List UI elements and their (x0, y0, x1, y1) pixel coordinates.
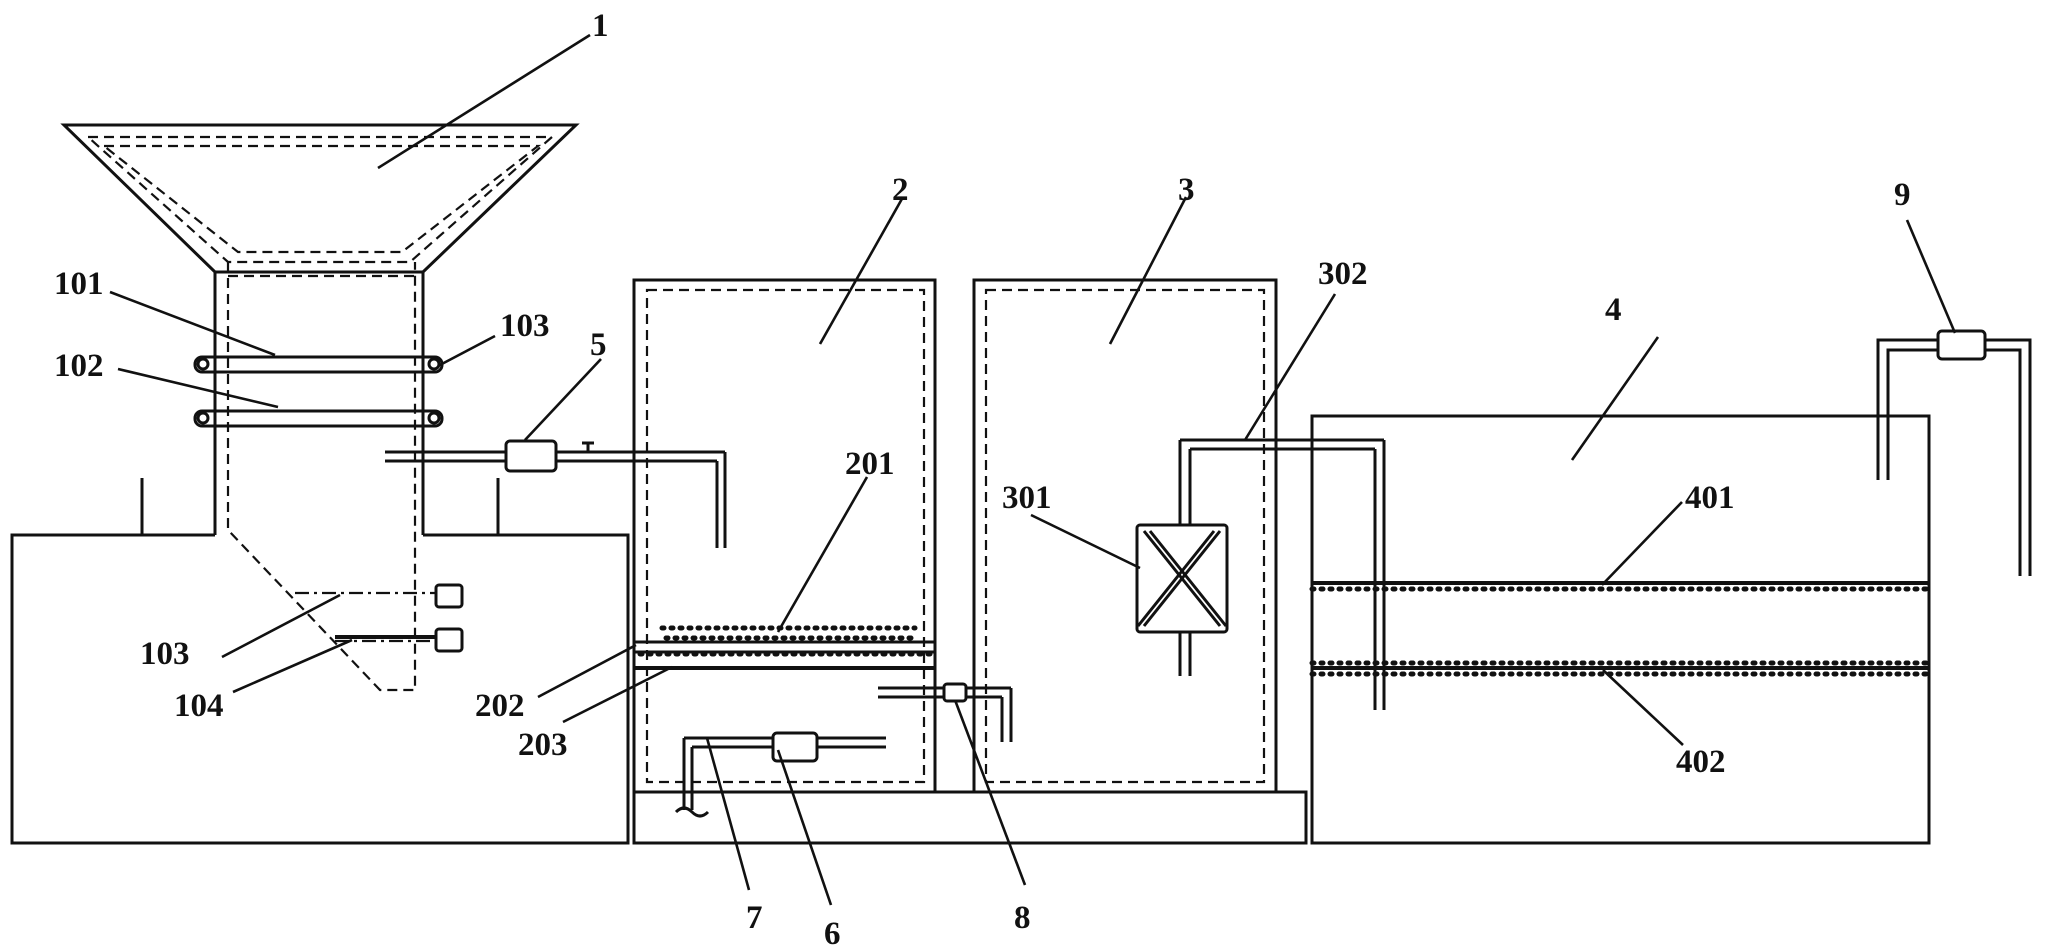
label-103-lower: 103 (140, 636, 190, 672)
pipe-pump-5 (385, 439, 727, 548)
filter-301 (1135, 440, 1229, 676)
label-102: 102 (54, 348, 104, 384)
label-401: 401 (1685, 480, 1735, 516)
roller-101 (193, 355, 444, 374)
label-302: 302 (1318, 256, 1368, 292)
label-2: 2 (892, 172, 909, 208)
valve-8-pipe (878, 682, 1013, 742)
label-6: 6 (824, 916, 841, 949)
label-104: 104 (174, 688, 224, 724)
label-402: 402 (1676, 744, 1726, 780)
left-base-housing (10, 478, 630, 845)
label-1: 1 (592, 8, 609, 44)
label-3: 3 (1178, 172, 1195, 208)
label-4: 4 (1605, 292, 1622, 328)
leader-lines (109, 33, 1957, 906)
label-203: 203 (518, 727, 568, 763)
label-202: 202 (475, 688, 525, 724)
label-8: 8 (1014, 900, 1031, 936)
label-101: 101 (54, 266, 104, 302)
base-plate (632, 790, 1308, 845)
label-5: 5 (590, 327, 607, 363)
label-103-upper: 103 (500, 308, 550, 344)
pump-6-pipe-7 (674, 731, 886, 818)
label-9: 9 (1894, 177, 1911, 213)
label-7: 7 (746, 900, 763, 936)
pipe-302 (1180, 438, 1386, 710)
tank-3 (972, 278, 1278, 794)
internal-screens (295, 583, 464, 653)
feed-column (213, 262, 425, 692)
tank-4 (1309, 414, 1932, 845)
tank-2 (632, 278, 937, 794)
label-201: 201 (845, 446, 895, 482)
callout-labels: 1 101 102 103 5 103 104 2 201 202 203 3 … (54, 8, 1911, 949)
roller-102 (193, 409, 444, 428)
hopper-1 (60, 123, 580, 274)
siphon-pipe-9 (1876, 329, 2032, 576)
label-301: 301 (1002, 480, 1052, 516)
